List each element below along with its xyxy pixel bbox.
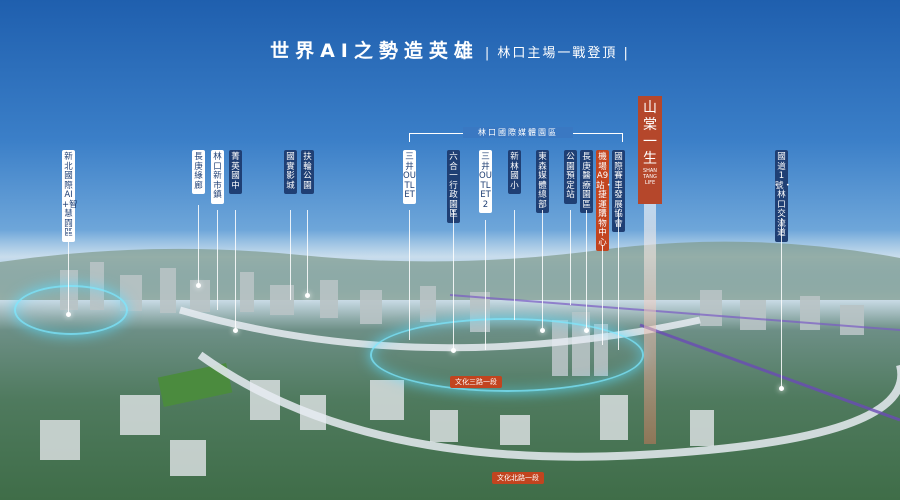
media-park-title: 林口國際媒體園區 <box>463 127 573 138</box>
tower-name: 山棠一生 <box>643 100 657 167</box>
ai-park-ring <box>14 285 128 335</box>
location-dot <box>196 283 201 288</box>
poi-label-mitsui-outlet: 三井OUTLET <box>403 150 416 204</box>
leader-line <box>586 210 587 330</box>
location-dot <box>584 328 589 333</box>
tower-english-name: SHAN TANG LIFE <box>642 168 658 186</box>
location-dot <box>233 328 238 333</box>
media-park-ring <box>370 318 644 392</box>
location-dot <box>305 293 310 298</box>
poi-label-changgung-green: 長庚綠廊 <box>192 150 205 194</box>
poi-label-changgung-medical: 長庚醫療園區 <box>580 150 593 213</box>
leader-line <box>198 205 199 285</box>
poi-label-xinlin-elementary: 新林國小 <box>508 150 521 194</box>
road-label-wenhua-3: 文化三路一段 <box>450 376 502 388</box>
project-tower-badge: 山棠一生 SHAN TANG LIFE <box>638 96 662 204</box>
road-label-wenhua-north: 文化北路一段 <box>492 472 544 484</box>
poi-label-ettoday-hq: 東森媒體總部 <box>536 150 549 213</box>
location-dot <box>451 348 456 353</box>
leader-line <box>409 210 410 340</box>
leader-line <box>602 245 603 345</box>
poi-label-jingying-junior: 菁英國中 <box>229 150 242 194</box>
leader-line <box>485 220 486 350</box>
poi-label-park-station: 公園預定站 <box>564 150 577 204</box>
leader-line <box>235 210 236 330</box>
leader-line <box>307 210 308 295</box>
location-dot <box>66 312 71 317</box>
leader-line <box>570 210 571 305</box>
page-title: 世界AI之勢造英雄 | 林口主場一戰登頂 | <box>0 36 900 63</box>
leader-line <box>514 210 515 320</box>
poi-label-rotary-park: 扶輪公園 <box>301 150 314 194</box>
location-dot <box>540 328 545 333</box>
poi-label-cinema: 國實影城 <box>284 150 297 194</box>
poi-label-linkou-town: 林口新市鎮 <box>211 150 224 204</box>
location-dot <box>779 386 784 391</box>
leader-line <box>781 218 782 388</box>
leader-line <box>217 210 218 310</box>
leader-line <box>453 210 454 350</box>
poi-label-a9-station: 機場A9站・捷運購物中心 <box>596 150 613 251</box>
leader-line <box>68 222 69 314</box>
leader-line <box>290 210 291 300</box>
tower-light-beam <box>644 204 656 444</box>
leader-line <box>542 210 543 330</box>
headline-subtitle: | 林口主場一戰登頂 | <box>484 46 630 61</box>
poi-label-mitsui-outlet-2: 三井OUTLET2 <box>479 150 492 213</box>
headline: 世界AI之勢造英雄 <box>270 40 479 62</box>
leader-line <box>618 210 619 350</box>
